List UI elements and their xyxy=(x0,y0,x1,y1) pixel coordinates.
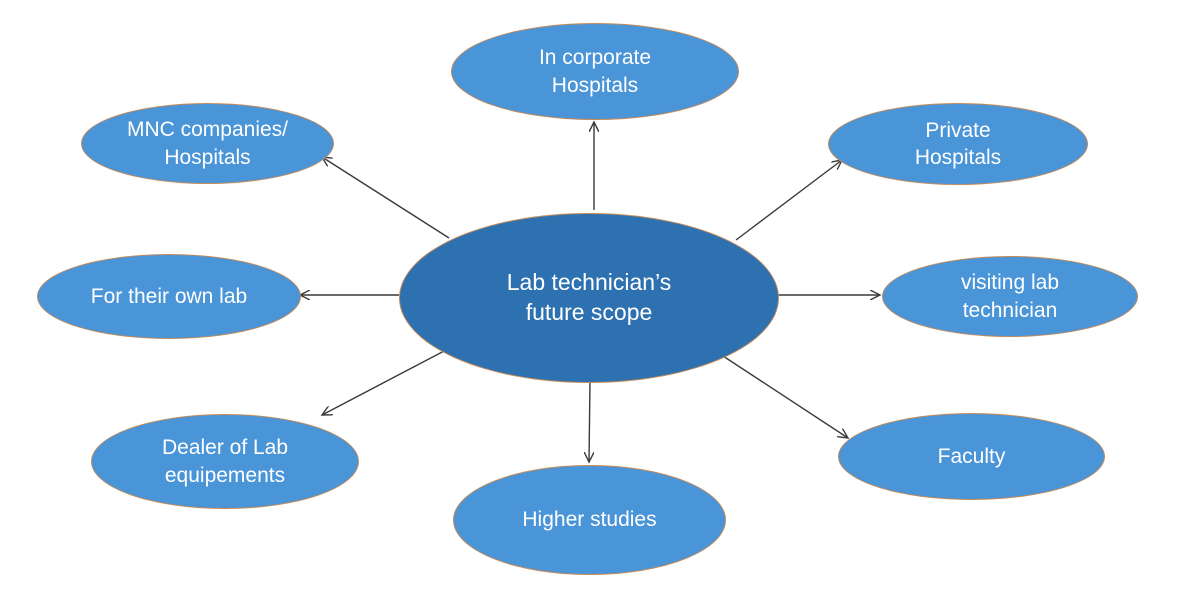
node-dealer-of-lab-equipements: Dealer of Lab equipements xyxy=(91,414,359,509)
arrow-to-mnc xyxy=(322,157,450,239)
node-corporate-hospitals: In corporate Hospitals xyxy=(451,23,739,120)
node-higher-studies: Higher studies xyxy=(453,465,726,575)
node-mnc-companies: MNC companies/ Hospitals xyxy=(81,103,334,184)
node-faculty: Faculty xyxy=(838,413,1105,500)
node-private-hospitals: Private Hospitals xyxy=(828,103,1088,185)
arrow-to-faculty xyxy=(722,355,848,438)
center-node: Lab technician’s future scope xyxy=(399,213,779,383)
arrow-to-dealer xyxy=(322,349,447,415)
node-visiting-lab-technician: visiting lab technician xyxy=(882,256,1138,337)
node-own-lab: For their own lab xyxy=(37,254,301,339)
arrow-to-private xyxy=(735,160,842,241)
arrow-to-higher xyxy=(589,379,590,462)
